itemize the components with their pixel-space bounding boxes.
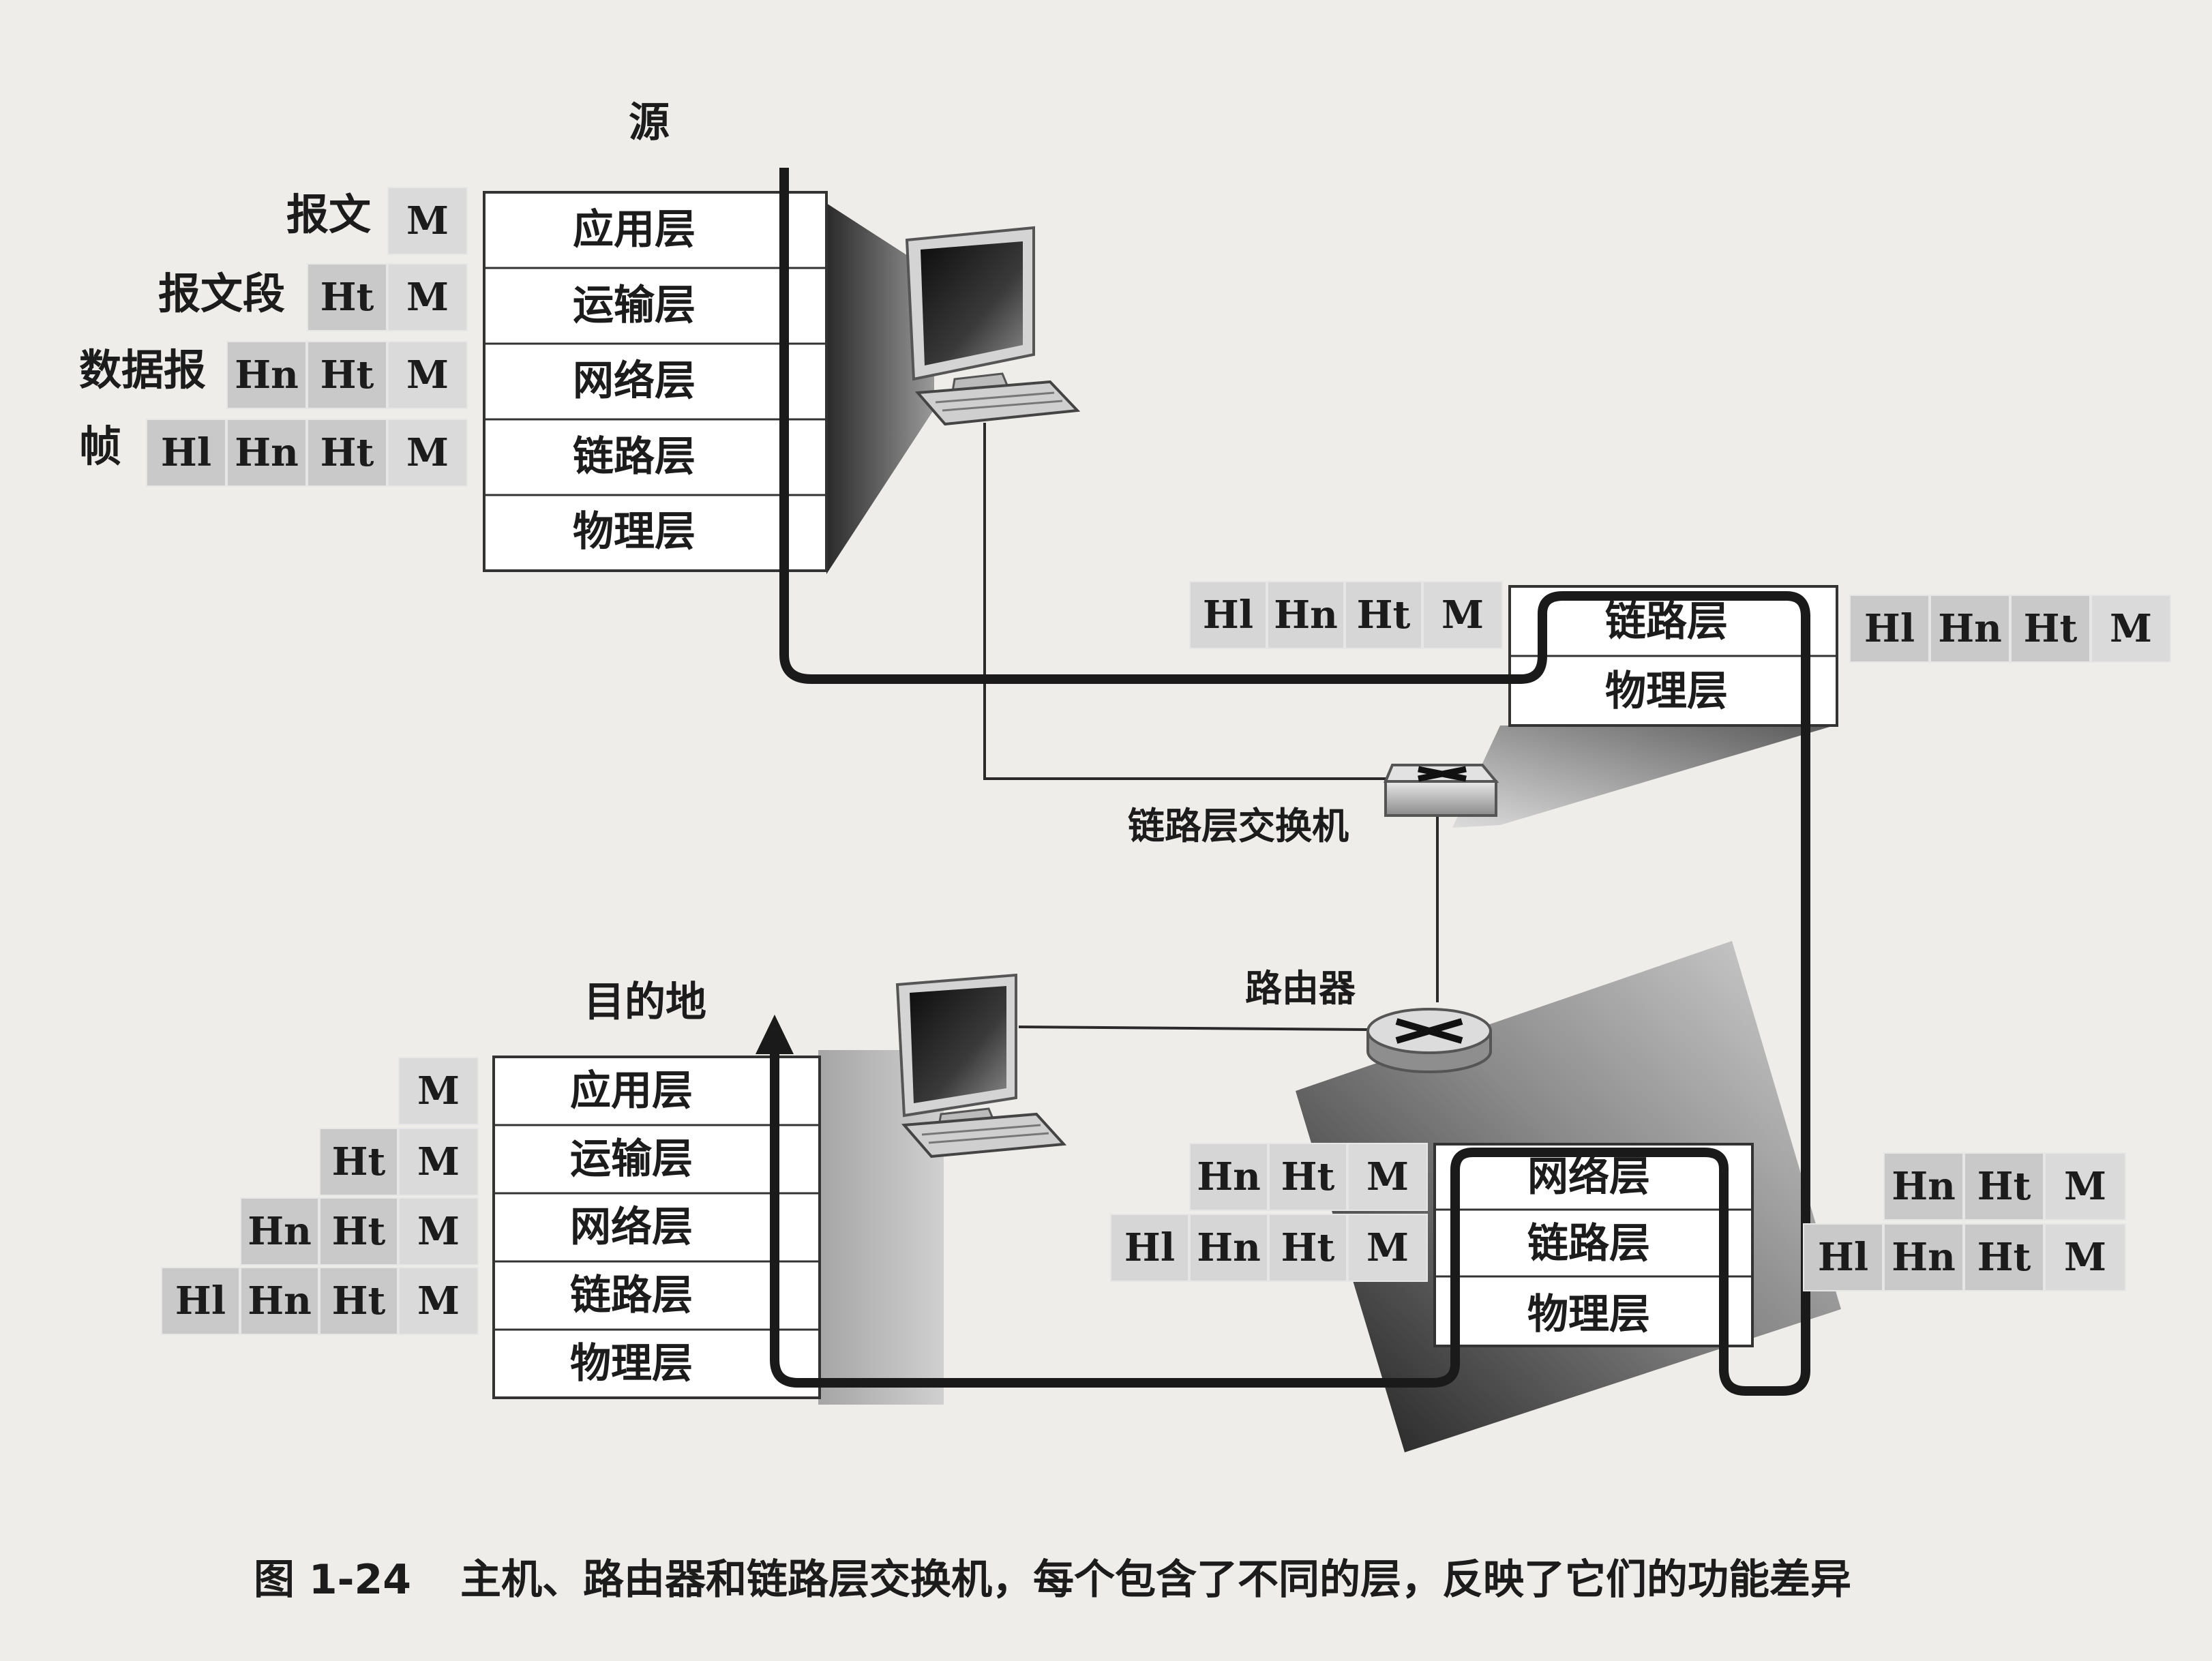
figure-number: 图 1-24 [254,1556,412,1604]
router-label: 路由器 [1245,966,1356,1010]
destination-host-shade [818,1050,944,1405]
message-cell: M [398,1267,479,1335]
destination-layer-network: 网络层 [570,1203,693,1251]
transport-header-cell: Ht [2010,595,2091,663]
switch-layer-link: 链路层 [1605,598,1728,646]
network-header-cell: Hn [240,1267,319,1335]
source-host-beam [826,203,934,574]
destination-layer-transport: 运输层 [570,1135,693,1183]
message-cell: M [2091,595,2171,663]
router-layer-network: 网络层 [1527,1153,1650,1201]
source-stack-box [483,191,828,572]
message-cell: M [387,419,468,487]
link-header-cell: Hl [1849,595,1930,663]
link-header-cell: Hl [1803,1223,1883,1291]
switch-layer-physical: 物理层 [1605,668,1728,715]
pdu-label-segment: 报文段 [158,269,286,318]
message-cell: M [1347,1143,1428,1211]
physical-links [983,423,1439,1031]
figure-caption-text: 主机、路由器和链路层交换机，每个包含了不同的层，反映了它们的功能差异 [460,1556,1852,1604]
data-flow-path [770,168,1810,1396]
network-header-cell: Hn [240,1197,319,1266]
destination-layer-application: 应用层 [570,1067,693,1115]
transport-header-cell: Ht [1964,1152,2044,1221]
transport-header-cell: Ht [1964,1223,2044,1291]
message-cell: M [387,263,468,331]
router-layer-physical: 物理层 [1527,1291,1650,1338]
network-header-cell: Hn [1883,1152,1964,1221]
router-icon [1366,1008,1492,1073]
network-header-cell: Hn [1189,1143,1268,1211]
source-layer-application: 应用层 [573,206,696,254]
arrow-head [756,1015,794,1054]
message-cell: M [2044,1223,2126,1291]
pdu-label-datagram: 数据报 [79,345,207,395]
figure-caption: 图 1-24 主机、路由器和链路层交换机，每个包含了不同的层，反映了它们的功能差异 [254,1546,1851,1606]
destination-label: 目的地 [584,978,706,1026]
message-cell: M [2044,1152,2126,1221]
transport-header-cell: Ht [307,263,387,331]
message-cell: M [1422,581,1503,649]
network-header-cell: Hn [1883,1223,1964,1291]
transport-header-cell: Ht [319,1267,398,1335]
network-header-cell: Hn [226,341,307,409]
link-header-cell: Hl [161,1267,240,1335]
source-layer-physical: 物理层 [573,508,696,556]
message-cell: M [1347,1214,1428,1282]
switch-beam [1452,725,1834,828]
switch-label: 链路层交换机 [1128,804,1349,848]
transport-header-cell: Ht [1345,581,1422,649]
transport-header-cell: Ht [319,1128,398,1196]
network-header-cell: Hn [1930,595,2010,663]
router-stack-box [1433,1143,1754,1347]
link-header-cell: Hl [146,419,226,487]
network-header-cell: Hn [1267,581,1345,649]
link-header-cell: Hl [1189,581,1267,649]
transport-header-cell: Ht [1268,1214,1347,1282]
source-label: 源 [629,99,670,147]
destination-stack-dividers [494,1124,820,1331]
router-layer-link: 链路层 [1527,1220,1650,1268]
message-cell: M [398,1197,479,1266]
message-cell: M [398,1057,479,1125]
transport-header-cell: Ht [307,419,387,487]
destination-stack-box [492,1056,821,1399]
destination-layer-physical: 物理层 [570,1340,693,1388]
destination-layer-link: 链路层 [570,1272,693,1319]
source-layer-network: 网络层 [573,357,696,405]
switch-icon [1384,764,1499,817]
network-header-cell: Hn [226,419,307,487]
message-cell: M [398,1128,479,1196]
message-cell: M [387,341,468,409]
transport-header-cell: Ht [1268,1143,1347,1211]
pdu-label-frame: 帧 [79,421,122,471]
source-layer-link: 链路层 [573,433,696,481]
network-header-cell: Hn [1189,1214,1268,1282]
destination-computer-icon [895,973,1067,1158]
transport-header-cell: Ht [319,1197,398,1266]
message-cell: M [387,187,468,255]
source-computer-icon [905,226,1081,426]
transport-header-cell: Ht [307,341,387,409]
source-layer-transport: 运输层 [573,282,696,329]
link-header-cell: Hl [1110,1214,1189,1282]
pdu-label-message: 报文 [286,190,372,239]
